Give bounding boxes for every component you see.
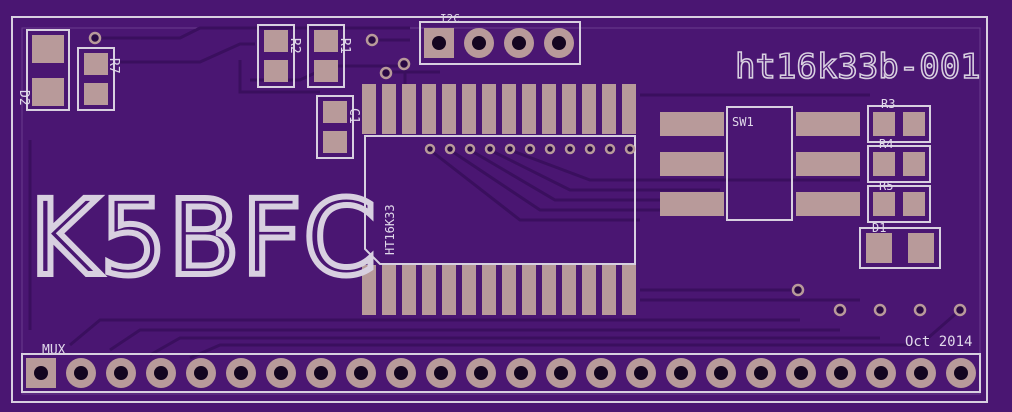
mux-pin-hole [674, 366, 688, 380]
mux-header: MUX [21, 343, 981, 393]
mux-pins [66, 358, 976, 388]
d1-label: D1 [872, 221, 886, 235]
d2-label: D2 [16, 90, 31, 106]
mux-pin-hole [954, 366, 968, 380]
i2c-header: I2C [419, 12, 581, 65]
r4-label: R4 [879, 137, 893, 151]
callsign-text: K5BFC [30, 177, 378, 299]
sw1-label: SW1 [732, 115, 754, 129]
misc-vias [88, 31, 967, 317]
mux-pin-hole [754, 366, 768, 380]
mux-pin-hole [514, 366, 528, 380]
mux-pin-hole [354, 366, 368, 380]
i2c-label: I2C [440, 12, 460, 25]
r2-component: R2 [257, 24, 302, 88]
r3-component: R3 [867, 97, 931, 143]
r1-label: R1 [337, 38, 352, 54]
mux-pin-hole [554, 366, 568, 380]
mux-pin-hole [914, 366, 928, 380]
r3-label: R3 [881, 97, 895, 111]
chip-bottom-pads [362, 265, 636, 315]
mux-pin-hole [474, 366, 488, 380]
r2-label: R2 [287, 38, 302, 54]
mux-pin-hole [274, 366, 288, 380]
mux-pin-hole [434, 366, 448, 380]
sw1-component: SW1 [660, 106, 860, 221]
r7-label: R7 [106, 58, 121, 74]
mux-pin-hole [74, 366, 88, 380]
board-title: ht16k33b-001 [735, 47, 981, 87]
c1-component: C1 [316, 95, 361, 159]
r4-component: R4 [867, 137, 931, 183]
board-outline [11, 16, 988, 403]
r1-component: R1 [307, 24, 352, 88]
date-text: Oct 2014 [905, 334, 972, 350]
mux-pin-hole [634, 366, 648, 380]
mux-pin-hole [834, 366, 848, 380]
mux-pin-hole [314, 366, 328, 380]
chip-vias [424, 143, 636, 155]
chip-label: HT16K33 [383, 204, 397, 255]
r5-label: R5 [879, 179, 893, 193]
mux-pin-hole [114, 366, 128, 380]
mux-pin-hole [194, 366, 208, 380]
c1-label: C1 [346, 108, 361, 124]
d1-component: D1 [859, 221, 941, 269]
mux-pin-hole [234, 366, 248, 380]
mux-pin-hole [394, 366, 408, 380]
mux-pin-hole [874, 366, 888, 380]
ht16k33-chip: HT16K33 [362, 84, 636, 315]
mux-pin-hole [154, 366, 168, 380]
d2-component: D2 [16, 29, 70, 111]
r7-component: R7 [77, 47, 121, 111]
mux-pin-hole [714, 366, 728, 380]
mux-pin-hole [794, 366, 808, 380]
r5-component: R5 [867, 179, 931, 223]
mux-pin-hole [594, 366, 608, 380]
chip-top-pads [362, 84, 636, 134]
mux-label: MUX [42, 343, 66, 358]
